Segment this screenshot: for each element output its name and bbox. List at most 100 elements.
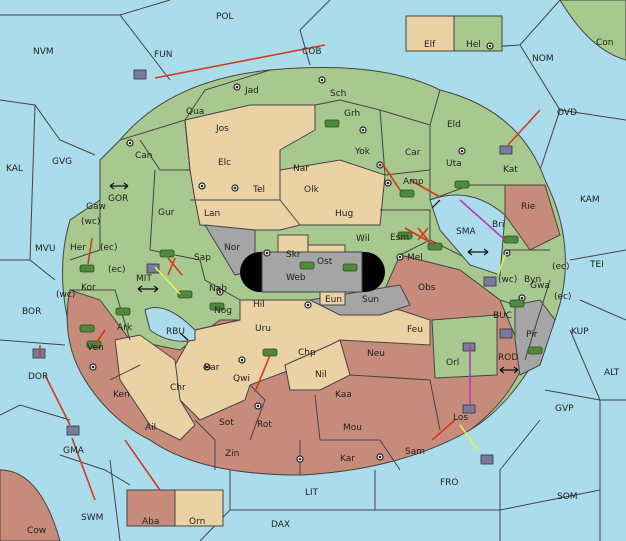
label-buc: BUC [493, 311, 512, 321]
label-mel: Mel [407, 253, 423, 263]
label-obs: Obs [418, 283, 436, 293]
label-uta: Uta [446, 159, 462, 169]
territory-sun[interactable] [308, 284, 411, 316]
label-eld: Eld [447, 120, 461, 130]
label-orn: Orn [189, 517, 205, 527]
label-orl: Orl [446, 358, 459, 368]
territory-aba[interactable] [126, 489, 176, 527]
fleets [32, 69, 513, 465]
interior-tan-north [184, 104, 386, 231]
label-mit: MIT [136, 274, 152, 284]
label-car: Car [405, 148, 421, 158]
label-bar: Bar [204, 363, 220, 373]
label-som: SOM [557, 492, 578, 502]
label-sun: Sun [362, 295, 379, 305]
label-qua: Qua [186, 107, 204, 117]
label-byn: Byn [524, 275, 541, 285]
territory-rie[interactable] [504, 184, 561, 251]
label-hil: Hil [253, 300, 265, 310]
label-gaw: Gaw [86, 202, 106, 212]
label-aba: Aba [142, 517, 159, 527]
territory-chr[interactable] [114, 334, 196, 441]
strait-markers [109, 182, 519, 374]
label-gur: Gur [158, 208, 175, 218]
label-elc: Elc [218, 158, 231, 168]
label-mvu: MVU [35, 244, 56, 254]
label-ost: Ost [317, 257, 333, 267]
label-rie: Rie [521, 202, 536, 212]
label-sot: Sot [219, 418, 234, 428]
label-pir: Pir [526, 330, 538, 340]
label-ail: Ail [145, 423, 156, 433]
label-gwa: Gwa [530, 281, 550, 291]
label-ec-her: (ec) [100, 243, 118, 253]
label-cow: Cow [27, 526, 46, 536]
label-gvp: GVP [555, 404, 574, 414]
label-tei: TEI [589, 260, 604, 270]
supply-centers [89, 42, 526, 463]
label-neu: Neu [367, 349, 385, 359]
lake-center [261, 251, 363, 293]
label-ken: Ken [113, 390, 130, 400]
label-pol: POL [216, 12, 234, 22]
label-lan: Lan [204, 209, 220, 219]
territory-orn[interactable] [174, 489, 224, 527]
label-uru: Uru [255, 324, 271, 334]
sea-rbu[interactable] [144, 307, 196, 342]
label-ec-kor: (ec) [108, 265, 126, 275]
territory-hel[interactable] [453, 15, 503, 52]
label-rbu: RBU [166, 327, 185, 337]
label-olk: Olk [304, 185, 320, 195]
label-bri: Bri [492, 220, 504, 230]
label-chr: Chr [170, 383, 186, 393]
label-hel: Hel [466, 40, 481, 50]
label-kar: Kar [340, 454, 355, 464]
label-nab: Nab [209, 284, 227, 294]
label-kaa: Kaa [335, 390, 352, 400]
label-kor: Kor [81, 283, 96, 293]
label-dor: DOR [28, 372, 48, 382]
label-nvm: NVM [33, 47, 54, 57]
label-cob: COB [302, 47, 322, 57]
territory-pir[interactable] [514, 299, 556, 376]
map-labels: POL NVM FUN COB NOM Con Elf Hel OVD KAL … [6, 12, 620, 536]
label-gor: GOR [108, 194, 128, 204]
label-kup: KUP [571, 327, 589, 337]
label-elf: Elf [424, 40, 436, 50]
label-rot: Rot [257, 420, 272, 430]
label-wc-byn: (wc) [498, 275, 517, 285]
label-zin: Zin [225, 449, 239, 459]
label-gma: GMA [63, 446, 85, 456]
territory-elf[interactable] [405, 15, 455, 52]
order-arrows [39, 44, 541, 501]
label-nil: Nil [315, 370, 327, 380]
label-sma: SMA [456, 227, 476, 237]
label-fun: FUN [154, 50, 173, 60]
continent [62, 67, 566, 476]
label-swm: SWM [81, 513, 103, 523]
label-yok: Yok [354, 147, 371, 157]
label-eun: Eun [325, 295, 342, 305]
label-her: Her [70, 243, 86, 253]
label-ovd: OVD [557, 108, 577, 118]
label-alt: ALT [604, 368, 620, 378]
label-sch: Sch [330, 89, 346, 99]
label-nar: Nar [293, 164, 309, 174]
label-gvg: GVG [52, 157, 72, 167]
label-con: Con [596, 38, 614, 48]
label-can: Can [135, 151, 153, 161]
label-nog: Nog [214, 306, 232, 316]
label-jad: Jad [244, 86, 259, 96]
label-kal: KAL [6, 164, 23, 174]
sea-sma[interactable] [429, 194, 506, 276]
label-sap: Sap [194, 253, 211, 263]
label-chp: Chp [298, 348, 316, 358]
label-ven: Ven [87, 343, 104, 353]
label-tel: Tel [252, 185, 265, 195]
label-grh: Grh [344, 109, 360, 119]
label-ec-byn: (ec) [552, 262, 570, 272]
label-ec-gwa: (ec) [554, 292, 572, 302]
label-hug: Hug [335, 209, 353, 219]
